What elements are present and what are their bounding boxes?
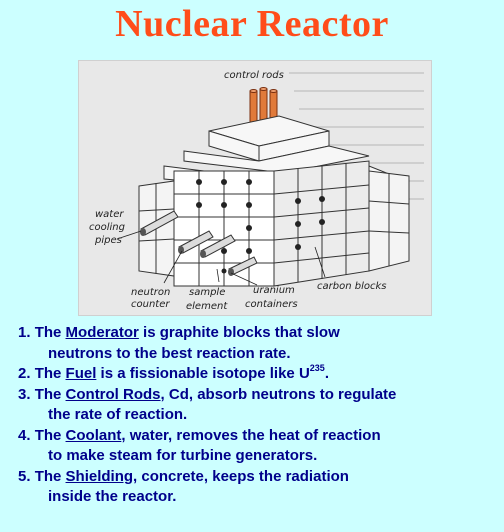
- label-uranium: uranium: [253, 285, 295, 296]
- term-coolant: Coolant: [65, 426, 122, 444]
- reactor-diagram: control rods water cooling pipes neutron…: [78, 60, 432, 316]
- component-list: 1. The Moderator is graphite blocks that…: [18, 323, 502, 508]
- list-item: 4. The Coolant, water, removes the heat …: [18, 426, 381, 465]
- label-element: element: [186, 301, 228, 312]
- reactor-illustration: control rods water cooling pipes neutron…: [89, 70, 424, 312]
- term-fuel: Fuel: [65, 365, 97, 382]
- label-control-rods: control rods: [224, 70, 284, 81]
- term-control-rods: Control Rods: [65, 385, 161, 403]
- label-pipes: pipes: [94, 235, 122, 246]
- list-item: 2. The Fuel is a fissionable isotope lik…: [18, 363, 329, 383]
- label-sample: sample: [189, 287, 225, 298]
- list-item: 3. The Control Rods, Cd, absorb neutrons…: [18, 385, 397, 424]
- label-counter: counter: [131, 299, 170, 310]
- label-containers: containers: [245, 299, 298, 310]
- list-item: 5. The Shielding, concrete, keeps the ra…: [18, 467, 349, 506]
- label-carbon-blocks: carbon blocks: [317, 281, 386, 292]
- list-item: 1. The Moderator is graphite blocks that…: [18, 324, 340, 362]
- page-title: Nuclear Reactor: [115, 3, 389, 45]
- label-water: water: [95, 209, 124, 220]
- term-shielding: Shielding: [65, 467, 134, 485]
- label-cooling: cooling: [89, 222, 125, 233]
- label-neutron: neutron: [131, 287, 170, 298]
- term-moderator: Moderator: [65, 324, 139, 341]
